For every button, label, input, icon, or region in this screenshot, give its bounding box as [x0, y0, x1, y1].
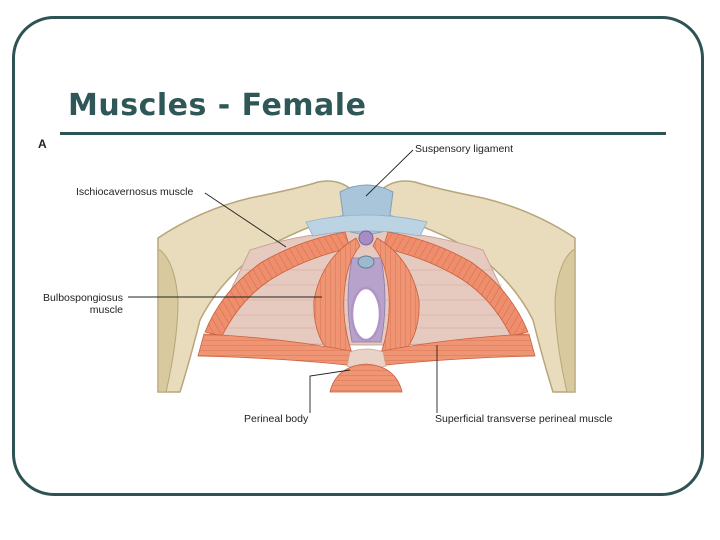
left-ischiocavernosus-muscle	[204, 231, 351, 337]
label-superficial-transverse-perineal-muscle: Superficial transverse perineal muscle	[435, 413, 613, 425]
panel-letter: A	[38, 137, 47, 151]
leader-lines	[128, 149, 438, 413]
label-suspensory-ligament: Suspensory ligament	[415, 143, 514, 155]
urethral-opening	[357, 255, 375, 269]
label-bulbospongiosus-muscle: Bulbospongiosus muscle	[36, 292, 123, 316]
slide-title: Muscles - Female	[68, 88, 367, 123]
label-bulbospongiosus-line2: muscle	[89, 304, 123, 316]
label-bulbospongiosus-line1: Bulbospongiosus	[43, 292, 123, 304]
label-perineal-body: Perineal body	[244, 413, 309, 425]
external-anal-sphincter	[329, 363, 403, 393]
vaginal-opening	[350, 286, 382, 342]
title-divider	[60, 132, 666, 135]
right-ischiocavernosus-muscle	[382, 231, 529, 337]
ligament-band	[305, 214, 428, 237]
label-ischiocavernosus-muscle: Ischiocavernosus muscle	[76, 186, 194, 198]
clitoris	[358, 230, 374, 246]
